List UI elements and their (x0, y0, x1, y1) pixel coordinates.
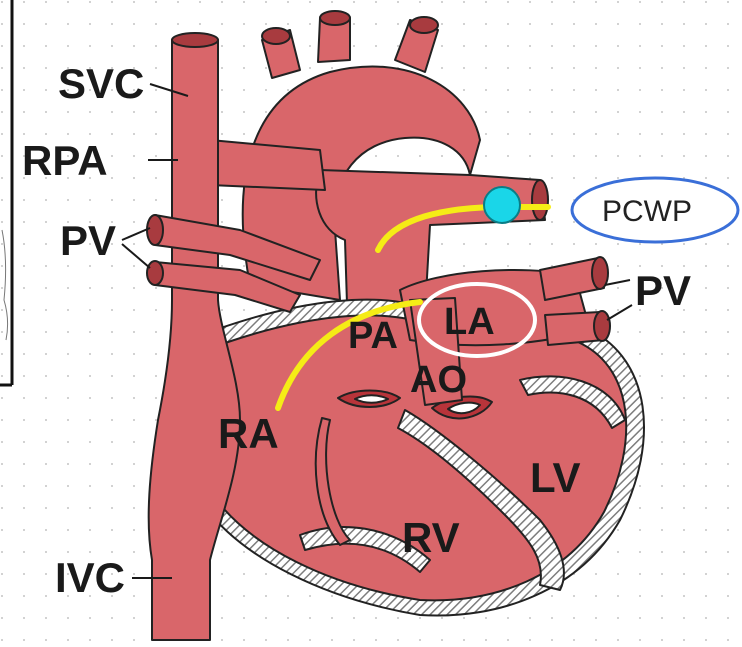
label-svc: SVC (58, 60, 144, 107)
label-rv: RV (402, 514, 460, 561)
label-ao: AO (410, 359, 467, 401)
label-pv-right: PV (635, 267, 691, 314)
label-la: LA (444, 301, 495, 343)
label-ra: RA (218, 410, 279, 457)
label-ivc: IVC (55, 554, 125, 601)
label-pa: PA (348, 315, 398, 357)
wedge-balloon (484, 187, 520, 223)
label-pcwp: PCWP (602, 195, 692, 228)
label-lv: LV (530, 454, 581, 501)
label-pv-left: PV (60, 217, 116, 264)
label-rpa: RPA (22, 137, 108, 184)
